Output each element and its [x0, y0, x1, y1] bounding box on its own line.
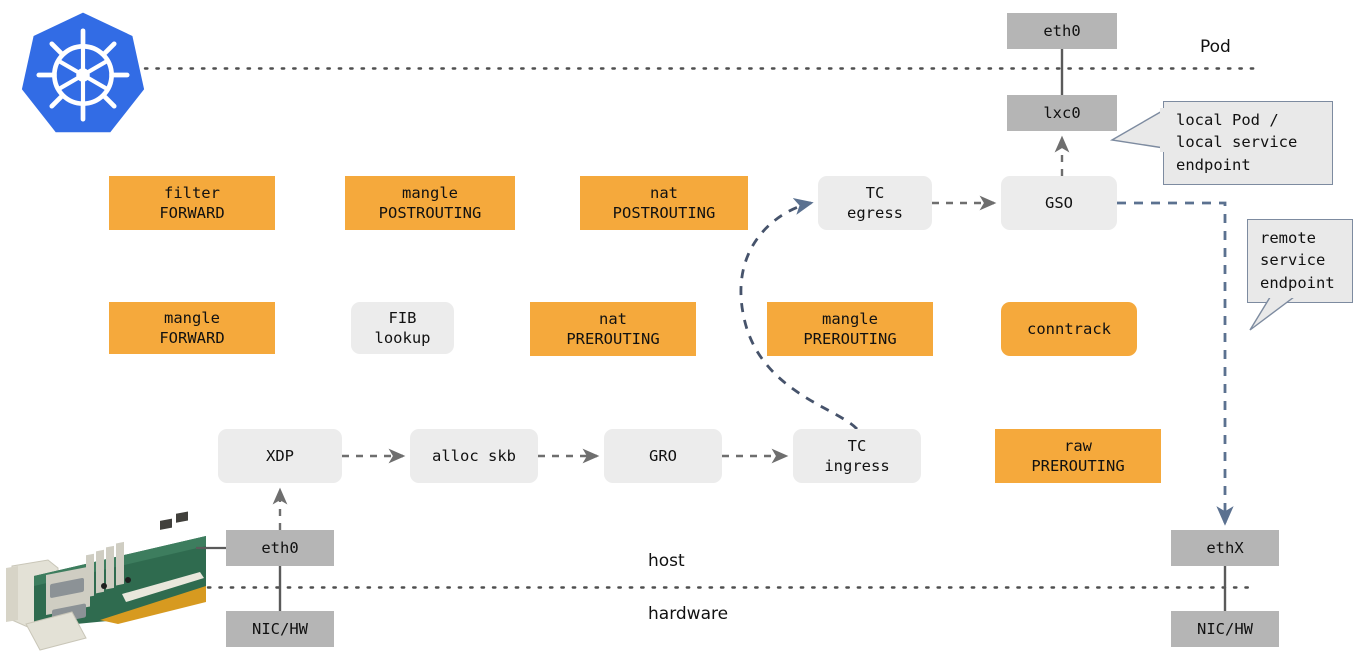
interface-host-eth0[interactable]: eth0 — [226, 530, 334, 566]
stage-alloc-skb[interactable]: alloc skb — [410, 429, 538, 483]
netfilter-nat-prerouting[interactable]: nat PREROUTING — [530, 302, 696, 356]
stage-gro[interactable]: GRO — [604, 429, 722, 483]
zone-label-hardware: hardware — [648, 604, 729, 624]
stage-tc-ingress[interactable]: TC ingress — [793, 429, 921, 483]
stage-tc-egress[interactable]: TC egress — [818, 176, 932, 230]
stage-gso[interactable]: GSO — [1001, 176, 1117, 230]
netfilter-mangle-prerouting[interactable]: mangle PREROUTING — [767, 302, 933, 356]
edge-gso-to-ethx — [1117, 201, 1234, 526]
remote-endpoint-callout: remote service endpoint — [1247, 219, 1353, 304]
interface-lxc0[interactable]: lxc0 — [1007, 95, 1117, 131]
netfilter-mangle-forward[interactable]: mangle FORWARD — [109, 302, 275, 354]
stage-fib-lookup[interactable]: FIB lookup — [351, 302, 454, 354]
interface-host-nic-hw[interactable]: NIC/HW — [226, 611, 334, 647]
interface-pod-eth0[interactable]: eth0 — [1007, 13, 1117, 49]
kubernetes-logo — [18, 10, 148, 140]
stage-xdp[interactable]: XDP — [218, 429, 342, 483]
netfilter-raw-prerouting[interactable]: raw PREROUTING — [995, 429, 1161, 483]
netfilter-mangle-postrouting[interactable]: mangle POSTROUTING — [345, 176, 515, 230]
edge-tcingress-to-tcegress — [739, 198, 859, 430]
kubernetes-helm-icon — [21, 12, 145, 133]
local-endpoint-callout-tail — [1109, 108, 1168, 152]
interface-ethx[interactable]: ethX — [1171, 530, 1279, 566]
remote-endpoint-callout-tail — [1249, 292, 1302, 331]
netfilter-conntrack[interactable]: conntrack — [1001, 302, 1137, 356]
netfilter-filter-forward[interactable]: filter FORWARD — [109, 176, 275, 230]
nic-card-photo — [0, 511, 206, 658]
local-endpoint-callout: local Pod / local service endpoint — [1163, 101, 1333, 186]
netfilter-nat-postrouting[interactable]: nat POSTROUTING — [580, 176, 748, 230]
zone-label-pod: Pod — [1200, 37, 1231, 57]
zone-label-host: host — [648, 551, 685, 571]
interface-ethx-nic-hw[interactable]: NIC/HW — [1171, 611, 1279, 647]
